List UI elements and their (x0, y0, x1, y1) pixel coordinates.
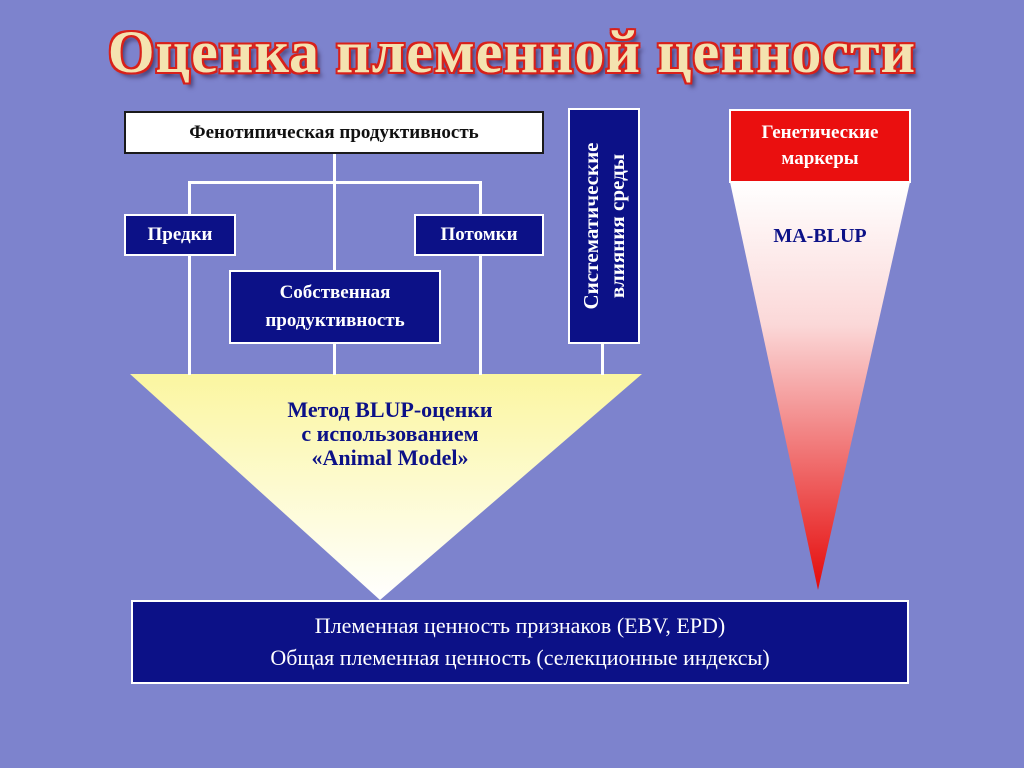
connector-ancestors-down (188, 255, 191, 375)
slide-title: Оценка племенной ценности (107, 19, 917, 85)
connector-to-ancestors (188, 181, 191, 215)
connector-to-own-productivity (333, 181, 336, 271)
blup-method-line3: «Animal Model» (311, 445, 469, 470)
blup-method-label: Метод BLUP-оценки с использованием «Anim… (190, 398, 590, 470)
ma-blup-label: MA-BLUP (773, 225, 867, 247)
ancestors-box: Предки (124, 214, 236, 256)
breeding-value-result-box: Племенная ценность признаков (EBV, EPD) … (131, 600, 909, 684)
systematic-effects-label: Систематические влияния среды (578, 116, 630, 336)
systematic-effects-line2: влияния среды (605, 153, 629, 299)
blup-funnel (130, 374, 642, 600)
connector-own-down (333, 343, 336, 375)
systematic-effects-box: Систематические влияния среды (568, 108, 640, 344)
phenotypic-productivity-label: Фенотипическая продуктивность (189, 121, 479, 143)
connector-phenotypic-down (333, 153, 336, 183)
own-productivity-box: Собственная продуктивность (229, 270, 441, 344)
genetic-markers-line2: маркеры (781, 148, 859, 169)
breeding-value-result-line1: Племенная ценность признаков (EBV, EPD) (314, 613, 726, 638)
connector-offspring-down (479, 255, 482, 375)
own-productivity-line1: Собственная (279, 282, 391, 303)
blup-method-line1: Метод BLUP-оценки (287, 397, 493, 422)
genetic-markers-box: Генетические маркеры (729, 109, 911, 183)
offspring-box: Потомки (414, 214, 544, 256)
ma-blup-cone (730, 182, 910, 590)
connector-to-offspring (479, 181, 482, 215)
offspring-label: Потомки (440, 224, 518, 245)
blup-method-line2: с использованием (301, 421, 479, 446)
own-productivity-line2: продуктивность (265, 310, 405, 331)
ancestors-label: Предки (147, 224, 213, 245)
breeding-value-result-line2: Общая племенная ценность (селекционные и… (270, 645, 770, 670)
systematic-effects-line1: Систематические (579, 142, 603, 310)
phenotypic-productivity-box: Фенотипическая продуктивность (124, 111, 544, 154)
connector-systematic-down (601, 343, 604, 375)
genetic-markers-line1: Генетические (761, 122, 879, 143)
